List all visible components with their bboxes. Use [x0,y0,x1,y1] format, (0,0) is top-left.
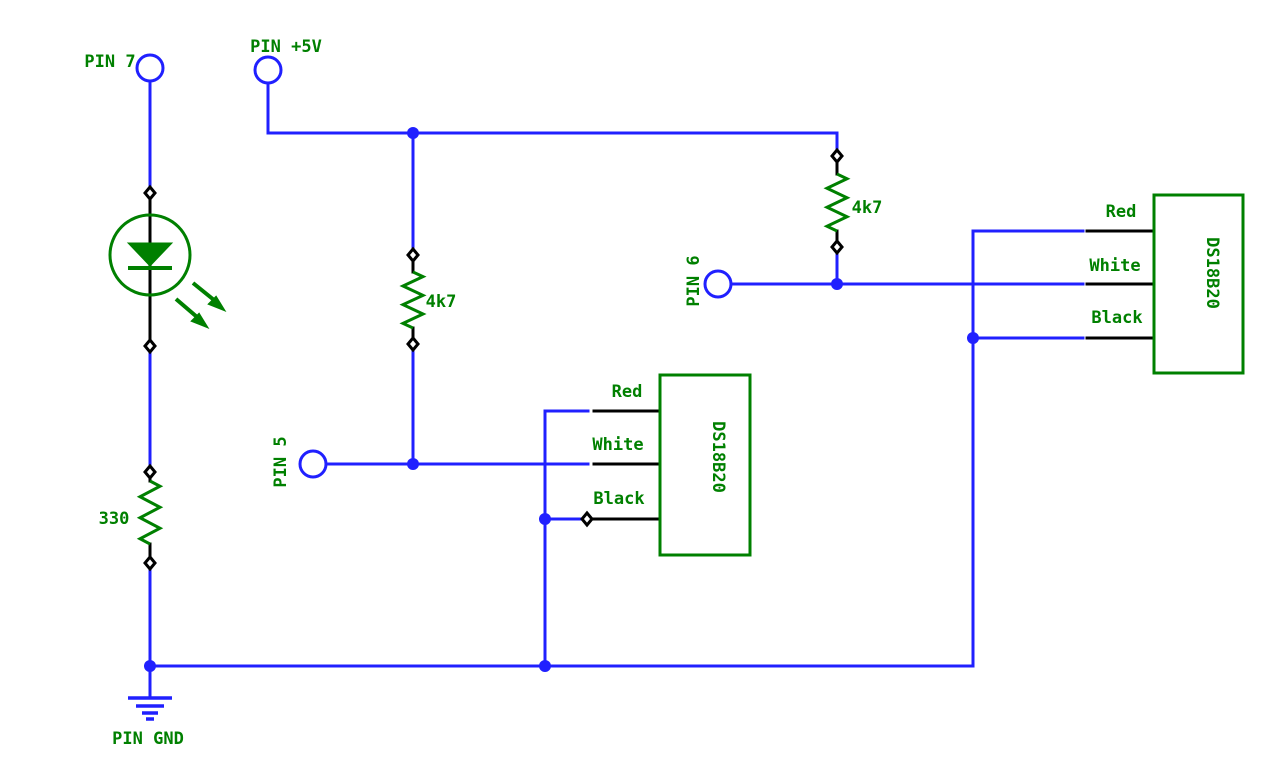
pin-marker-330-bottom [143,554,157,572]
sensor1-name: DS18B20 [708,421,728,493]
pin-marker-led-top [143,184,157,202]
junction-sensor1-black [539,513,551,525]
resistor-330 [136,479,164,546]
junction-pin6-4k7b [831,278,843,290]
resistor-4k7-a [399,270,427,330]
pin7-label: PIN 7 [84,52,135,72]
sensor2-black-label: Black [1091,308,1142,328]
pin-5v-label: PIN +5V [250,37,322,57]
pin-marker-4k7a-bottom [406,335,420,353]
sensor2-white-label: White [1089,256,1140,276]
pin-marker-4k7a-top [406,246,420,264]
sensor2-red-label: Red [1106,202,1137,222]
led-light-arrow-shaft-1 [191,281,216,302]
pin7-terminal [135,53,165,83]
resistor-330-label: 330 [99,509,130,529]
resistor-4k7-a-label: 4k7 [426,292,457,312]
pin5-label: PIN 5 [271,436,291,487]
led-light-arrow-head-2 [190,312,210,330]
sensor1-box [658,373,752,557]
sensor1-white-label: White [592,435,643,455]
pin-5v-terminal [253,55,283,85]
pin5-terminal [298,449,328,479]
pin-gnd-label: PIN GND [112,729,184,749]
sensor1-black-label: Black [593,489,644,509]
led-anode-triangle [126,242,174,267]
wire-ground-bus [148,229,1085,668]
pin-marker-4k7b-top [830,147,844,165]
led-light-arrow-head-1 [207,295,227,313]
led-light-arrow-shaft-2 [174,297,199,319]
pin6-terminal [703,269,733,299]
pin-marker-330-top [143,463,157,481]
sensor2-box [1152,193,1245,375]
junction-bus-sensor1 [539,660,551,672]
wire-5v-rail [266,81,839,158]
resistor-4k7-b-label: 4k7 [852,198,883,218]
sensor2-name: DS18B20 [1202,237,1222,309]
pin6-label: PIN 6 [684,255,704,306]
sensor1-red-label: Red [612,382,643,402]
pin-marker-4k7b-bottom [830,238,844,256]
resistor-4k7-b [823,172,851,233]
junction-5v-4k7a [407,127,419,139]
pin-marker-sensor1-black [580,510,594,528]
junction-bus-sensor2 [967,332,979,344]
pin-marker-led-bottom [143,337,157,355]
led-circle [108,213,192,297]
junction-pin5-4k7a [407,458,419,470]
wire-sensor1-red-drop [543,409,590,668]
junction-bus-gnd [144,660,156,672]
